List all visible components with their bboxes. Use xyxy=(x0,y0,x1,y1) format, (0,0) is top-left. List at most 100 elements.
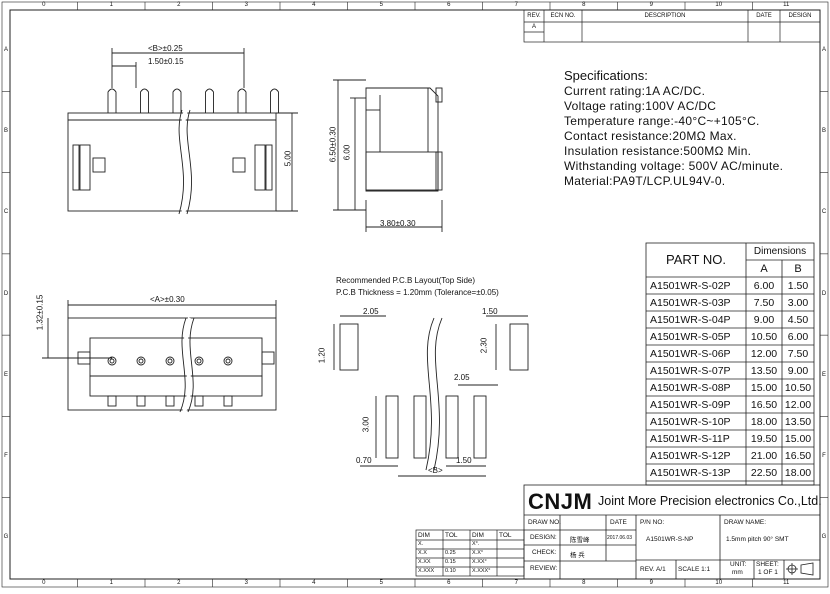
tol-cell: X.XXX xyxy=(418,568,435,574)
zone-row-left: D xyxy=(3,290,9,297)
revision-table xyxy=(523,9,821,43)
zone-row-right: F xyxy=(822,453,826,460)
dim-front-pitch: 1.50±0.15 xyxy=(148,57,184,66)
part-number-cell: A1501WR-S-12P xyxy=(650,450,731,462)
top-pin xyxy=(225,358,231,364)
dim-a-cell: 18.00 xyxy=(750,416,778,428)
part-number-cell: A1501WR-S-04P xyxy=(650,314,731,326)
pcb-dim-205a: 2.05 xyxy=(363,307,379,316)
zone-col-bottom: 9 xyxy=(649,580,653,586)
pcb-dim-120: 1.20 xyxy=(317,347,327,364)
part-number-cell: A1501WR-S-13P xyxy=(650,467,731,479)
zone-col-bottom: 2 xyxy=(177,580,181,586)
dim-b-cell: 9.00 xyxy=(787,365,809,377)
dim-front-height: 5.00 xyxy=(283,150,293,167)
tol-cell: 0.15 xyxy=(445,559,456,565)
part-number-cell: A1501WR-S-03P xyxy=(650,297,731,309)
design-header: DESIGN xyxy=(788,13,812,19)
zone-row-right: C xyxy=(821,209,827,216)
dim-a-cell: 22.50 xyxy=(750,467,778,479)
top-pin-hole xyxy=(194,356,204,366)
zone-col-top: 8 xyxy=(582,2,586,8)
check-label: CHECK: xyxy=(532,549,557,556)
top-pin xyxy=(138,358,144,364)
zone-row-left: B xyxy=(3,127,8,134)
tolerance-table-grid xyxy=(415,529,525,577)
rev-label: REV. A/1 xyxy=(640,566,666,573)
front-pin xyxy=(237,88,247,113)
top-pin xyxy=(109,358,115,364)
dim-a-cell: 7.50 xyxy=(753,297,775,309)
dim-a-cell: 9.00 xyxy=(753,314,775,326)
front-view xyxy=(67,48,298,215)
designer-name: 陈雪峰 xyxy=(570,537,590,544)
zone-col-top: 10 xyxy=(715,2,723,8)
pcb-dim-b: <B> xyxy=(428,466,443,475)
tol-cell: 0.10 xyxy=(445,568,456,574)
pcb-title: Recommended P.C.B Layout(Top Side) xyxy=(336,276,476,285)
zone-col-bottom: 7 xyxy=(514,580,518,586)
checker-name: 杨 兵 xyxy=(570,552,585,559)
top-pin-lead xyxy=(194,395,204,407)
dim-side-w: 3.80±0.30 xyxy=(380,219,416,228)
top-pin-hole xyxy=(136,356,146,366)
zone-col-bottom: 10 xyxy=(715,580,723,586)
zone-row-left: G xyxy=(3,534,9,541)
top-pin xyxy=(196,358,202,364)
spec-line: Material:PA9T/LCP.UL94V-0. xyxy=(564,174,726,188)
top-pin-lead xyxy=(107,395,117,407)
zone-col-top: 4 xyxy=(312,2,316,8)
top-view xyxy=(42,300,277,413)
front-pin xyxy=(140,88,149,113)
spec-lines: Current rating:1A AC/DC.Voltage rating:1… xyxy=(564,84,783,189)
dim-a-cell: 16.50 xyxy=(750,399,778,411)
dim-a-cell: 19.50 xyxy=(750,433,778,445)
zone-col-top: 2 xyxy=(177,2,181,8)
dim-side-h2: 6.00 xyxy=(342,144,352,161)
top-pin-lead xyxy=(165,395,175,407)
sheet-value: 1 OF 1 xyxy=(758,569,778,576)
dim-b-cell: 1.50 xyxy=(787,280,809,292)
zone-row-left: C xyxy=(3,209,9,216)
part-number-cell: A1501WR-S-09P xyxy=(650,399,731,411)
tol-cell: 0.25 xyxy=(445,550,456,556)
tol-header: DIM xyxy=(472,532,484,539)
pcb-dim-150a: 1.50 xyxy=(482,307,498,316)
projection-symbol xyxy=(786,562,814,576)
dim-b-cell: 15.00 xyxy=(784,433,812,445)
tol-cell: X.XXX° xyxy=(472,568,491,574)
part-number-cell: A1501WR-S-10P xyxy=(650,416,731,428)
part-number-cell: A1501WR-S-08P xyxy=(650,382,731,394)
date-label: DATE xyxy=(610,519,627,526)
dim-b-cell: 6.00 xyxy=(787,331,809,343)
zone-row-left: F xyxy=(4,453,8,460)
dim-b-cell: 12.00 xyxy=(784,399,812,411)
front-pin xyxy=(107,88,117,113)
pcb-layout xyxy=(333,315,529,477)
spec-title: Specifications: xyxy=(564,68,648,83)
part-number-cell: A1501WR-S-02P xyxy=(650,280,731,292)
top-pin-lead xyxy=(136,395,146,407)
rev-row-a: A xyxy=(531,24,536,30)
front-pin xyxy=(270,88,279,113)
zone-col-top: 7 xyxy=(514,2,518,8)
unit-label: UNIT: xyxy=(730,561,747,568)
front-pin xyxy=(172,88,182,113)
zone-col-bottom: 3 xyxy=(244,580,248,586)
tol-cell: X.X° xyxy=(472,550,484,556)
rev-header: REV. xyxy=(527,13,541,19)
dim-b-cell: 7.50 xyxy=(787,348,809,360)
spec-line: Withstanding voltage: 500V AC/minute. xyxy=(564,159,784,173)
pcb-thickness: P.C.B Thickness = 1.20mm (Tolerance=±0.0… xyxy=(336,288,499,297)
tol-cell: X.XX° xyxy=(472,559,487,565)
tol-cell: X°. xyxy=(472,541,480,547)
dim-b-cell: 13.50 xyxy=(784,416,812,428)
ecn-header: ECN NO. xyxy=(550,13,576,19)
pcb-dim-230: 2.30 xyxy=(479,337,489,354)
part-number-cell: A1501WR-S-05P xyxy=(650,331,731,343)
dim-b-cell: 10.50 xyxy=(784,382,812,394)
part-number-cell: A1501WR-S-06P xyxy=(650,348,731,360)
zone-row-left: E xyxy=(3,371,8,378)
